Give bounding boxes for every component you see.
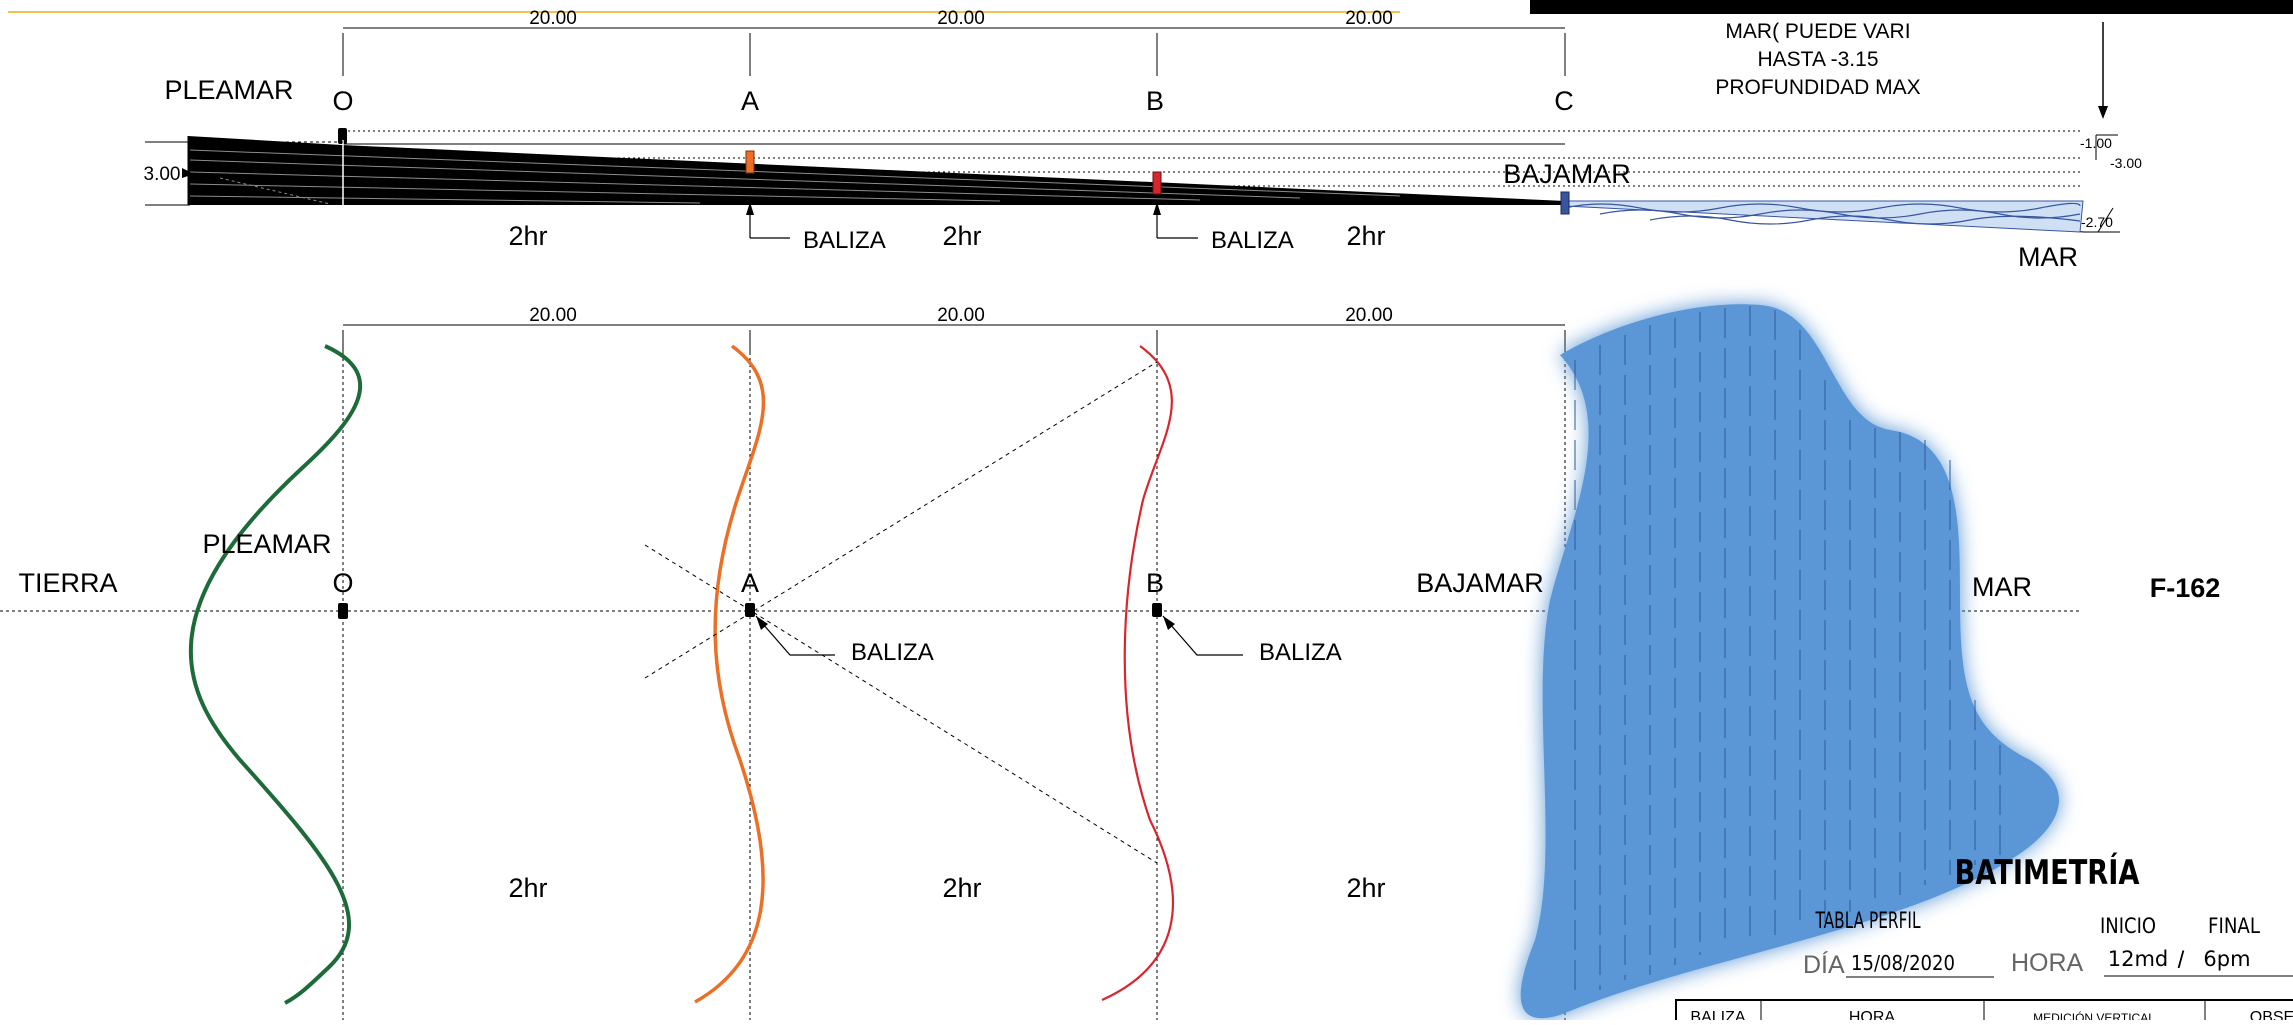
profile-spacing-label: 20.00 [937, 8, 985, 29]
plan-section: 20.00 20.00 20.00 TIERRA PLEAMAR O A B [0, 304, 2220, 1020]
station-label-o: O [332, 568, 353, 598]
sea-note-arrowhead [2098, 106, 2108, 119]
baliza-arrowhead [746, 202, 754, 215]
plan-spacing-label: 20.00 [1345, 305, 1393, 326]
depth-mark-label: -2.70 [2081, 214, 2113, 230]
station-label-c: C [1554, 86, 1574, 116]
station-b-curve [1101, 345, 1175, 1002]
baliza-leader [755, 615, 835, 656]
station-a-marker [745, 150, 755, 174]
plan-dimension-line [342, 324, 1566, 352]
water-hatch [1574, 306, 2001, 1000]
baliza-label: BALIZA [1211, 227, 1294, 254]
mar-label: MAR [1972, 572, 2032, 602]
duration-label: 2hr [942, 221, 981, 251]
profile-section: 20.00 20.00 20.00 O A B C PLEAMAR MAR( P… [8, 0, 2293, 272]
sheet-code: F-162 [2150, 573, 2221, 603]
station-label-o: O [332, 86, 353, 116]
station-label-b: B [1146, 568, 1164, 598]
hora-label: HORA [2011, 949, 2084, 977]
profile-spacing-label: 20.00 [1345, 8, 1393, 29]
height-label: 3.00 [144, 164, 181, 185]
station-label-a: A [741, 86, 759, 116]
title: BATIMETRÍA [1955, 852, 2141, 893]
bajamar-label: BAJAMAR [1416, 568, 1544, 598]
sea-note-line: HASTA -3.15 [1758, 48, 1879, 71]
mar-label: MAR [2018, 242, 2078, 272]
construction-lines [644, 361, 1158, 864]
baliza-arrowhead [1163, 616, 1175, 630]
time-separator: / [2178, 947, 2185, 974]
plan-spacing-label: 20.00 [529, 305, 577, 326]
baliza-label: BALIZA [1259, 639, 1342, 666]
depth-mark-label: -3.00 [2110, 155, 2142, 171]
inicio-label: INICIO [2100, 914, 2156, 938]
duration-label: 2hr [1346, 873, 1385, 903]
duration-label: 2hr [508, 873, 547, 903]
sea-note-line: PROFUNDIDAD MAX [1715, 76, 1920, 99]
sea-wave [1599, 209, 2081, 219]
baliza-label: BALIZA [851, 639, 934, 666]
station-axes [0, 352, 2080, 1020]
dia-value: 15/08/2020 [1851, 951, 1955, 975]
baliza-leader [1162, 615, 1243, 656]
water-area-core [1520, 304, 2059, 1019]
table-header-cell: HORA [1849, 1009, 1896, 1020]
subtitle: TABLA PERFIL [1815, 909, 1921, 934]
station-b-marker [1152, 171, 1162, 195]
duration-label: 2hr [508, 221, 547, 251]
depth-mark-label: -1.00 [2080, 135, 2112, 151]
baliza-arrowhead [1153, 202, 1161, 215]
tierra-label: TIERRA [18, 568, 117, 598]
height-arrowhead [182, 168, 194, 178]
plan-spacing-label: 20.00 [937, 305, 985, 326]
bajamar-label: BAJAMAR [1503, 159, 1631, 189]
pleamar-label: PLEAMAR [164, 75, 293, 105]
duration-label: 2hr [1346, 221, 1385, 251]
table-header-cell: OBSE [2250, 1009, 2293, 1020]
profile-dimension-line [342, 27, 1566, 76]
table-header-cell: MEDICIÓN VERTICAL [2033, 1010, 2155, 1020]
dia-label: DÍA [1803, 950, 1845, 979]
station-label-a: A [741, 568, 759, 598]
station-a-curve [694, 344, 766, 1004]
beach-profile-wedge [188, 136, 1565, 205]
station-c-marker [1560, 191, 1570, 215]
duration-label: 2hr [942, 873, 981, 903]
station-b-marker [1152, 603, 1162, 617]
baliza-label: BALIZA [803, 227, 886, 254]
pleamar-curve [188, 344, 363, 1005]
inicio-value: 12md [2108, 947, 2169, 971]
table-header-frame [1675, 999, 2293, 1025]
depth-marks [2083, 134, 2120, 233]
sea-note-line: MAR( PUEDE VARI [1725, 20, 1910, 43]
station-label-b: B [1146, 86, 1164, 116]
final-label: FINAL [2208, 914, 2260, 938]
pleamar-label: PLEAMAR [202, 529, 331, 559]
station-o-marker [338, 603, 348, 619]
wedge-hatch [189, 149, 1401, 205]
table-header-cell: BALIZA [1690, 1009, 1745, 1020]
height-dimension [145, 136, 343, 206]
station-a-marker [745, 603, 755, 617]
header-bar [1530, 0, 2293, 14]
sea-wave [1649, 215, 2081, 225]
station-o-marker [338, 128, 347, 144]
profile-spacing-label: 20.00 [529, 8, 577, 29]
final-value: 6pm [2203, 947, 2250, 971]
baliza-arrowhead [756, 616, 768, 630]
